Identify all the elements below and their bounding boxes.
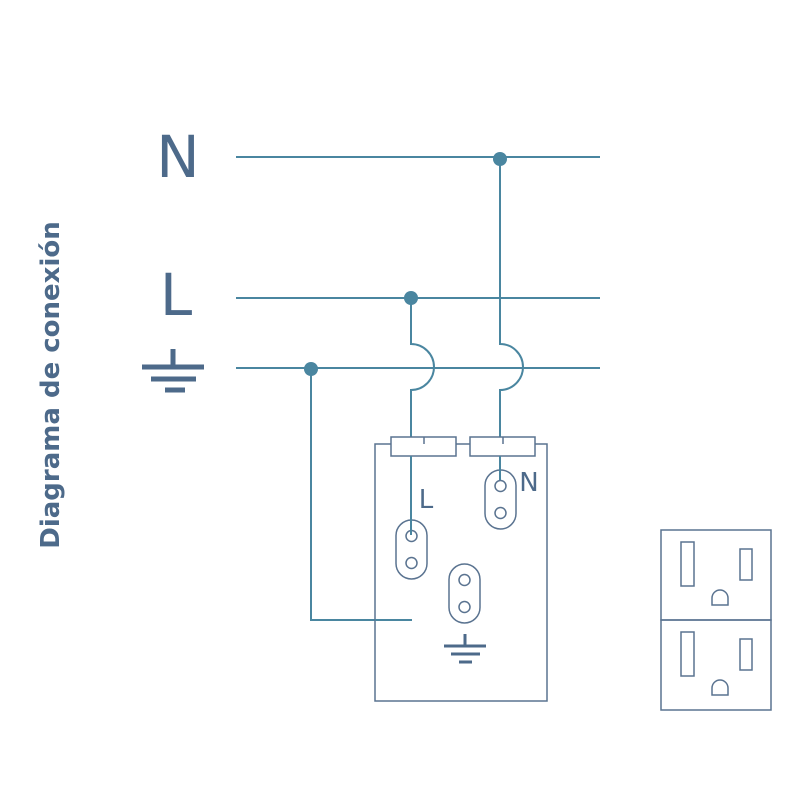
ground-junction-dot bbox=[304, 362, 318, 376]
live-junction-dot bbox=[404, 291, 418, 305]
socket-box bbox=[374, 436, 548, 702]
diagram-title: Diagrama de conexión bbox=[36, 221, 66, 548]
live-drop-wire bbox=[410, 298, 435, 535]
ground-bus-icon bbox=[142, 349, 204, 393]
live-terminal-label: L bbox=[419, 485, 434, 515]
neutral-junction-dot bbox=[493, 152, 507, 166]
bus-wires bbox=[236, 156, 600, 369]
neutral-drop-wire bbox=[499, 159, 524, 470]
socket-ground-icon bbox=[444, 634, 486, 664]
junction-dots bbox=[304, 152, 507, 376]
neutral-terminal-label: N bbox=[519, 468, 538, 498]
live-bus-label: L bbox=[160, 261, 192, 329]
duplex-outlet-icon bbox=[660, 529, 772, 711]
ground-pin-capsule bbox=[448, 563, 481, 624]
neutral-bus-label: N bbox=[156, 123, 199, 191]
